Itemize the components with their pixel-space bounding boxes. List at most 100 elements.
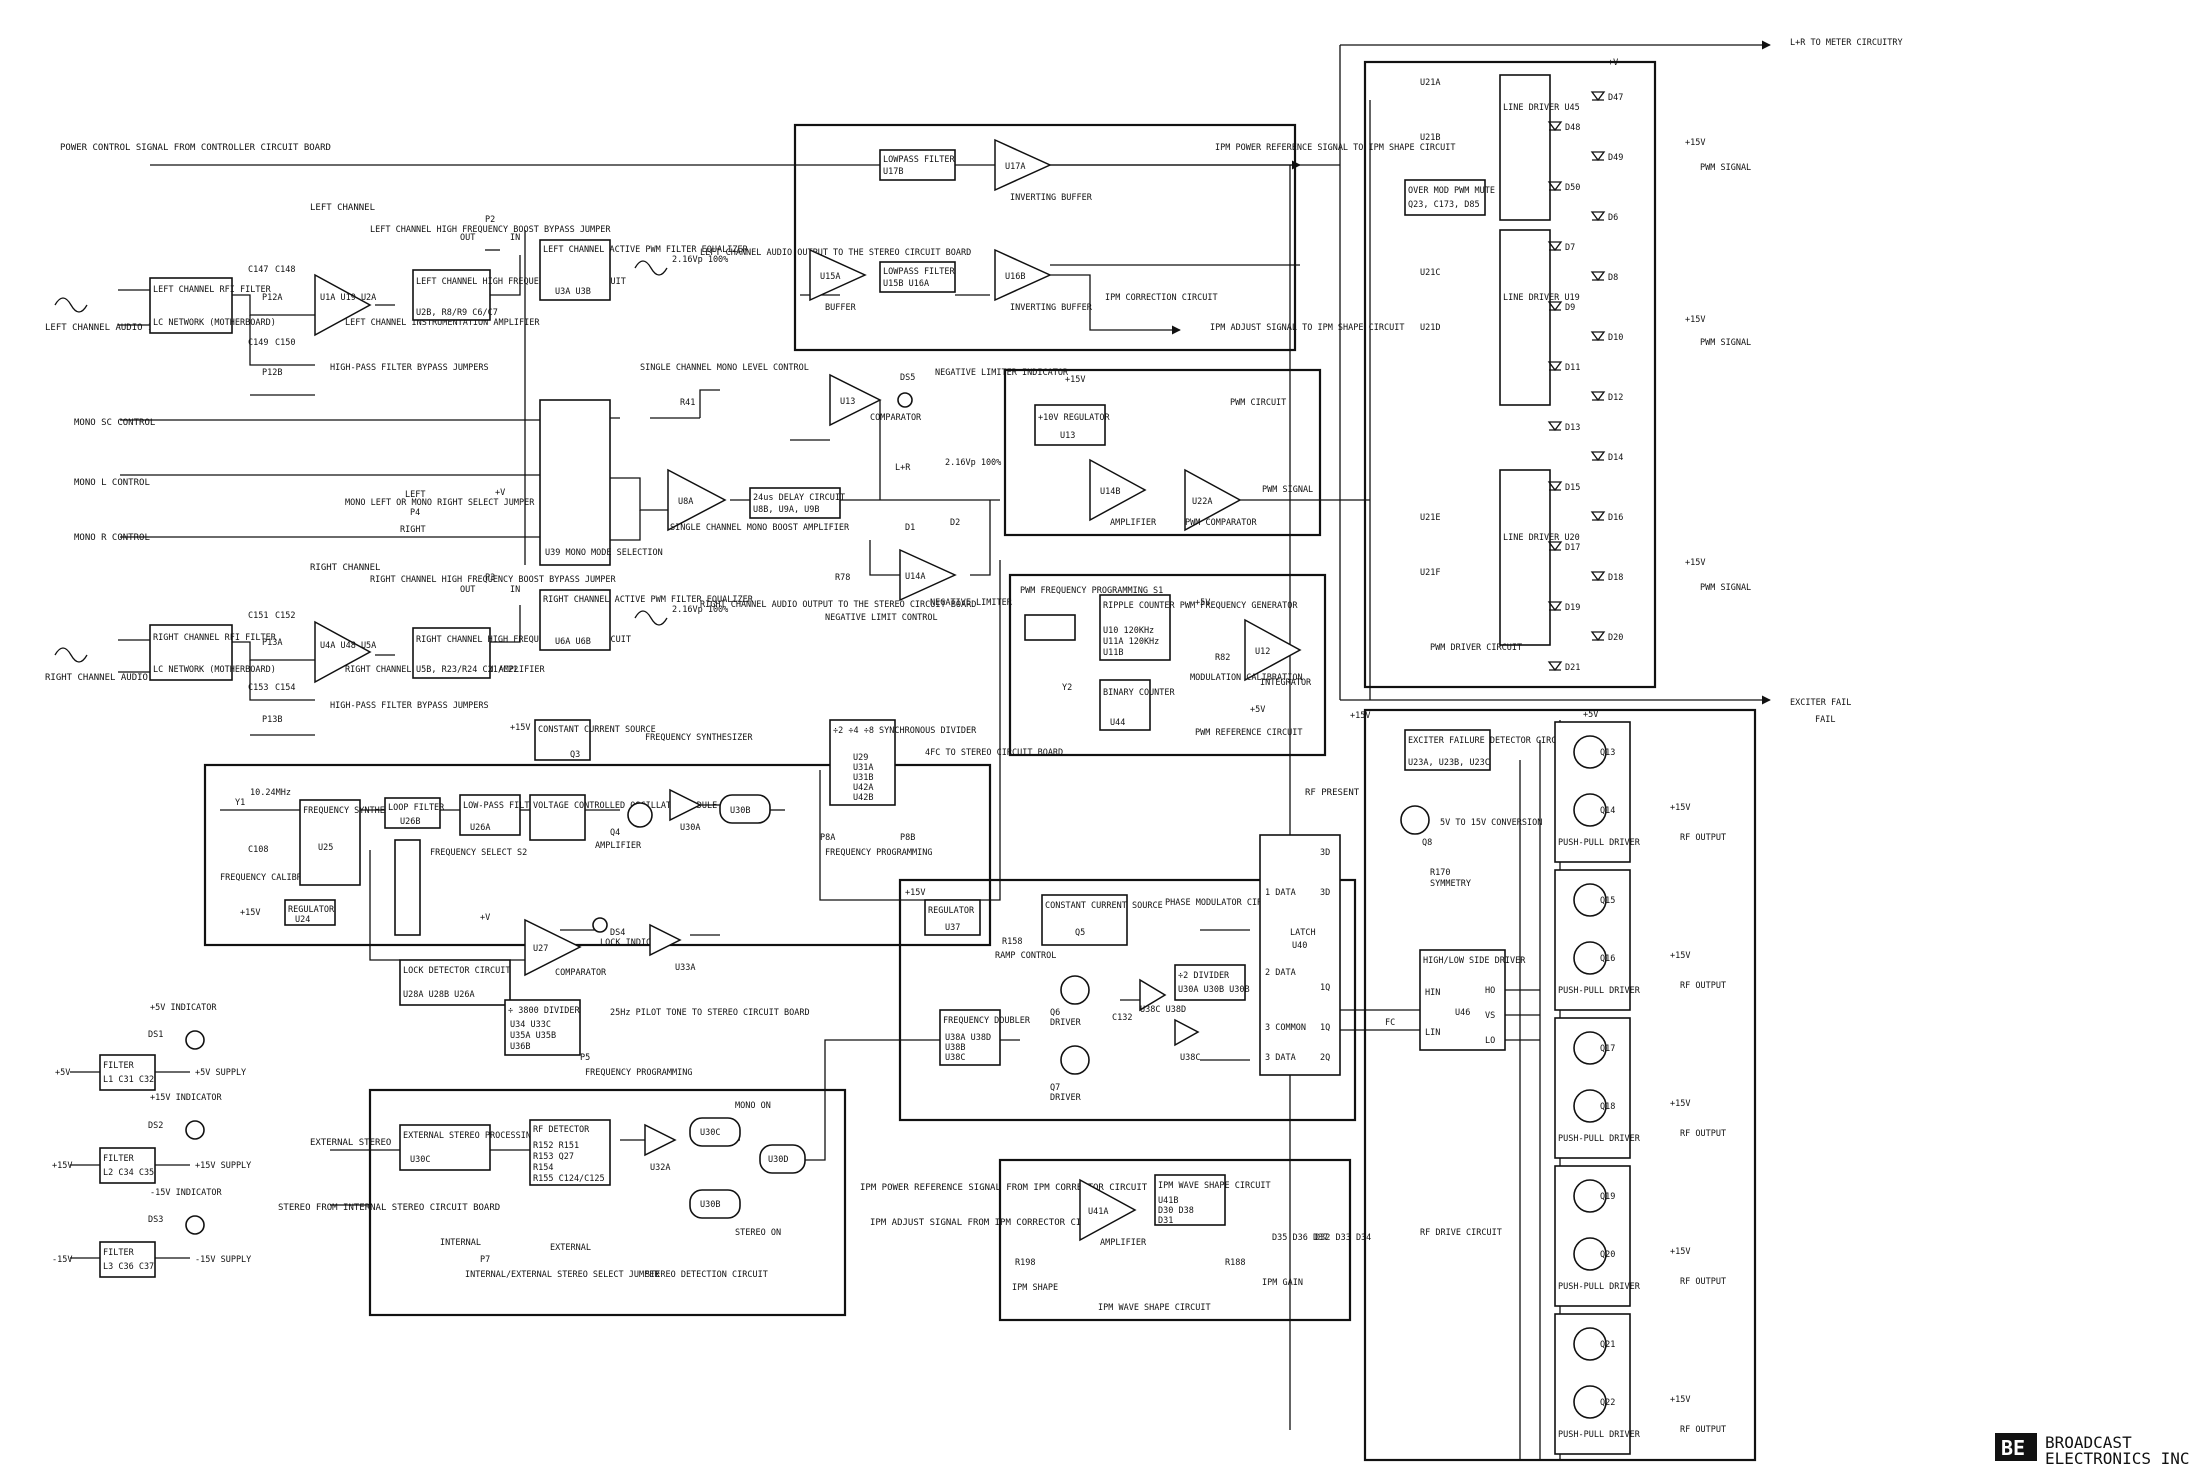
u15a-label: U15A xyxy=(820,272,840,282)
hl-pin-lin: LIN xyxy=(1425,1028,1440,1038)
left-amp-parts: U1A U19 U2A xyxy=(320,293,376,303)
right-jumper-ref: P3 xyxy=(485,573,495,583)
pwm-out-signal-2: PWM SIGNAL xyxy=(1700,338,1751,348)
pwm-out-plus15-1: +15V xyxy=(1685,138,1705,148)
delay-parts: U8B, U9A, U9B xyxy=(753,505,820,515)
diode-label: D21 xyxy=(1565,663,1580,673)
left-jumper-ref: P2 xyxy=(485,215,495,225)
diode-icon xyxy=(1590,571,1606,582)
mono-mode-label: U39 MONO MODE SELECTION xyxy=(545,548,663,558)
pwm-driver-diodes: D47D48D49D50D6D7D8D9D10D11D12D13D14D15D1… xyxy=(1547,91,1623,673)
right-caps-bot-1: C153 xyxy=(248,683,268,693)
left-caps-top-1: C147 xyxy=(248,265,268,275)
latch-pin-l2: 2 DATA xyxy=(1265,968,1296,978)
left-out-sine-icon xyxy=(634,260,668,276)
synth-regulator-label: REGULATOR xyxy=(288,905,335,915)
lock-freq-prog: FREQUENCY PROGRAMMING xyxy=(585,1068,692,1078)
right-audio-label: RIGHT CHANNEL AUDIO INPUT xyxy=(45,673,181,683)
gate-u21e: U21E xyxy=(1420,513,1440,523)
rf-plus15-2: +15V xyxy=(1670,951,1690,961)
u12-label: U12 xyxy=(1255,647,1270,657)
left-boost-parts: U2B, R8/R9 C6/C7 xyxy=(416,308,498,318)
right-lc-label: LC NETWORK (MOTHERBOARD) xyxy=(153,665,276,675)
right-instrumentation-amp xyxy=(314,620,372,684)
left-pwm-filter-parts: U3A U3B xyxy=(555,287,591,297)
pwm-driver-frame xyxy=(1363,60,1657,689)
exciter-label: EXCITER FAILURE DETECTOR CIRCUIT xyxy=(1408,736,1572,746)
ds5-label: DS5 xyxy=(900,373,915,383)
ipm-correction-title: IPM CORRECTION CIRCUIT xyxy=(1105,293,1218,303)
diode-icon xyxy=(1547,241,1563,252)
divider-part-2: U31A xyxy=(853,763,873,773)
regulator-label: +10V REGULATOR xyxy=(1038,413,1111,423)
latch-fc: FC xyxy=(1385,1018,1395,1028)
q22-label: Q22 xyxy=(1600,1398,1615,1408)
u17a-label: U17A xyxy=(1005,162,1025,172)
mono-right-label: RIGHT xyxy=(400,525,426,535)
pm-regulator-label: REGULATOR xyxy=(928,906,975,916)
supply-neg15v-out: -15V SUPPLY xyxy=(195,1255,251,1265)
diode-label: D47 xyxy=(1608,93,1623,103)
hl-pin-ho: HO xyxy=(1485,986,1495,996)
pm-plus15: +15V xyxy=(905,888,925,898)
u38c2-label: U38C xyxy=(1180,1053,1200,1063)
meter-label: L+R TO METER CIRCUITRY xyxy=(1790,38,1903,48)
over-mod-block xyxy=(1404,179,1486,216)
logo-line2: ELECTRONICS INC xyxy=(2045,1449,2190,1468)
y1-label: Y1 xyxy=(235,798,245,808)
supply-neg15v-ind: -15V INDICATOR xyxy=(150,1188,223,1198)
diode-label: D16 xyxy=(1608,513,1623,523)
mono-select-label: MONO LEFT OR MONO RIGHT SELECT JUMPER xyxy=(345,498,535,508)
mono-on-label: MONO ON xyxy=(735,1101,771,1111)
divider-part-3: U31B xyxy=(853,773,873,783)
ripple-part-1: U10 120KHz xyxy=(1103,626,1154,636)
diode-label: D8 xyxy=(1608,273,1618,283)
limiter-indicator-label: NEGATIVE LIMITER INDICATOR xyxy=(935,368,1069,378)
div2-label: ÷2 DIVIDER xyxy=(1178,971,1230,981)
exciter: +15V EXCITER FAILURE DETECTOR CIRCUIT U2… xyxy=(1350,698,1851,848)
u24-label: U24 xyxy=(295,915,310,925)
diode-label: D7 xyxy=(1565,243,1575,253)
latch-pin-r4: 1Q xyxy=(1320,1023,1330,1033)
q14-mosfet-icon xyxy=(1573,793,1607,827)
diode-label: D12 xyxy=(1608,393,1623,403)
supply-wires xyxy=(70,1071,190,1259)
gate-u21b: U21B xyxy=(1420,133,1440,143)
latch-pin-r3: 1Q xyxy=(1320,983,1330,993)
phase-mod-frame xyxy=(898,878,1357,1122)
external-label: EXTERNAL xyxy=(550,1243,591,1253)
doubler-part-2: U38B xyxy=(945,1043,965,1053)
synth-plus15b: +15V xyxy=(240,908,260,918)
left-amp-label: LEFT CHANNEL INSTRUMENTATION AMPLIFIER xyxy=(345,318,540,328)
u14b-label: U14B xyxy=(1100,487,1120,497)
q13-mosfet-icon xyxy=(1573,735,1607,769)
filter-neg15v-label: FILTER xyxy=(103,1248,135,1258)
driver-3-label: PUSH-PULL DRIVER xyxy=(1558,1134,1641,1144)
lock-indicator-label: LOCK INDICATOR xyxy=(600,938,673,948)
diode-label: D18 xyxy=(1608,573,1623,583)
pwm-circuit-title: PWM CIRCUIT xyxy=(1230,398,1286,408)
r41-label: R41 xyxy=(680,398,695,408)
line-driver-u19 xyxy=(1499,229,1551,406)
synth-regulator xyxy=(284,899,336,926)
buffer-label: BUFFER xyxy=(825,303,857,313)
u8a-label: U8A xyxy=(678,497,693,507)
stereo-jumper-label: INTERNAL/EXTERNAL STEREO SELECT JUMPER xyxy=(465,1270,660,1280)
pm-regulator xyxy=(924,899,981,936)
p8a-label: P8A xyxy=(820,833,835,843)
ds4-led-icon xyxy=(592,917,608,933)
diode-icon xyxy=(1590,91,1606,102)
driver-u20-label: LINE DRIVER U20 xyxy=(1503,533,1580,543)
left-jumper-label: LEFT CHANNEL HIGH FREQUENCY BOOST BYPASS… xyxy=(370,225,611,235)
q13-label: Q13 xyxy=(1600,748,1615,758)
u15a-buffer xyxy=(809,248,867,302)
logo-mark-box xyxy=(1995,1433,2037,1461)
r158-label: R158 xyxy=(1002,937,1022,947)
ds4-label: DS4 xyxy=(610,928,625,938)
ripple-counter xyxy=(1099,594,1171,661)
q15-label: Q15 xyxy=(1600,896,1615,906)
synth: FREQUENCY SYNTHESIZER +15V CONSTANT CURR… xyxy=(220,719,1063,936)
latch-pin-r2: 3D xyxy=(1320,888,1330,898)
right-pwm-filter xyxy=(539,589,611,651)
